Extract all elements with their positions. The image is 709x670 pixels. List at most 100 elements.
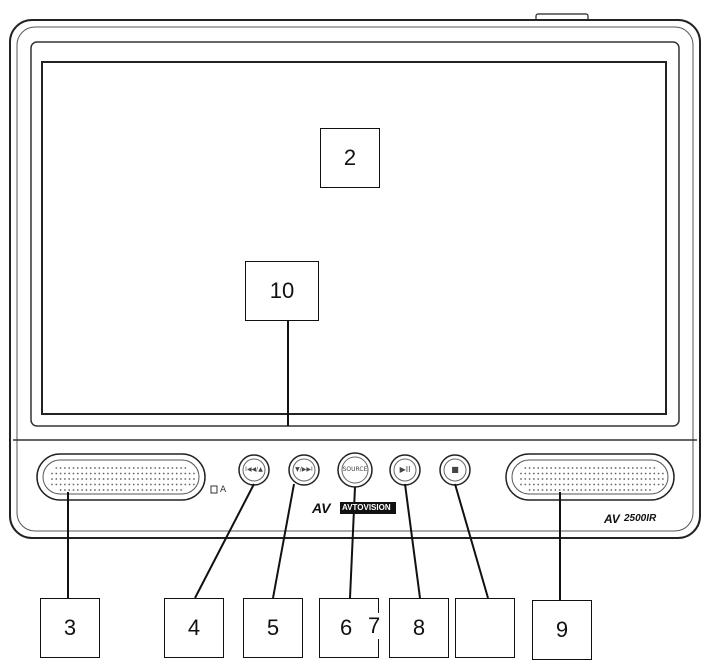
grille-hole: [571, 472, 574, 475]
grille-hole: [619, 483, 621, 486]
grille-hole: [85, 483, 88, 486]
grille-hole: [72, 483, 75, 486]
grille-hole: [55, 478, 58, 480]
grille-hole: [107, 472, 109, 475]
grille-hole: [644, 483, 647, 486]
grille-hole: [184, 467, 187, 469]
down-next-label: ▼/▶▶I: [295, 466, 313, 473]
grille-hole: [545, 478, 548, 480]
grille-hole: [171, 489, 174, 491]
grille-hole: [68, 478, 71, 480]
callout-6-text: 6: [340, 615, 353, 640]
grille-hole: [150, 478, 152, 480]
grille-hole: [563, 472, 565, 475]
grille-hole: [533, 472, 535, 475]
grille-hole: [137, 483, 139, 486]
grille-hole: [619, 472, 621, 475]
grille-hole: [662, 483, 664, 486]
grille-hole: [593, 483, 595, 486]
right-speaker-grille: [520, 467, 664, 491]
grille-hole: [541, 467, 544, 469]
grille-hole: [567, 478, 570, 480]
grille-hole: [107, 467, 109, 469]
grille-hole: [184, 472, 187, 475]
grille-hole: [623, 489, 626, 491]
grille-hole: [580, 467, 583, 469]
grille-hole: [51, 478, 53, 480]
grille-hole: [171, 478, 174, 480]
grille-hole: [588, 467, 591, 469]
grille-hole: [55, 483, 58, 486]
grille-hole: [171, 467, 174, 469]
grille-hole: [563, 467, 565, 469]
grille-hole: [601, 478, 604, 480]
grille-hole: [154, 467, 157, 469]
grille-hole: [158, 478, 161, 480]
grille-hole: [184, 478, 187, 480]
grille-hole: [137, 489, 139, 491]
grille-hole: [601, 472, 604, 475]
grille-hole: [188, 472, 191, 475]
grille-hole: [649, 489, 651, 491]
grille-hole: [94, 467, 96, 469]
grille-hole: [631, 467, 634, 469]
grille-hole: [111, 467, 114, 469]
grille-hole: [576, 472, 578, 475]
grille-hole: [128, 483, 131, 486]
grille-hole: [640, 489, 643, 491]
grille-hole: [167, 483, 170, 486]
grille-hole: [188, 483, 191, 486]
grille-hole: [115, 467, 118, 469]
grille-hole: [644, 472, 647, 475]
grille-hole: [623, 483, 626, 486]
callout-blank: [455, 598, 515, 658]
grille-hole: [72, 472, 75, 475]
grille-hole: [154, 472, 157, 475]
grille-hole: [571, 483, 574, 486]
grille-hole: [89, 483, 92, 486]
grille-hole: [558, 478, 561, 480]
grille-hole: [102, 472, 105, 475]
play-pause-label: ▶II: [399, 465, 411, 474]
grille-hole: [528, 483, 531, 486]
grille-hole: [541, 483, 544, 486]
grille-hole: [636, 478, 638, 480]
screen: [41, 61, 667, 415]
grille-hole: [162, 472, 165, 475]
grille-hole: [593, 472, 595, 475]
grille-hole: [132, 467, 135, 469]
grille-hole: [145, 489, 148, 491]
grille-hole: [150, 472, 152, 475]
grille-hole: [51, 483, 53, 486]
grille-hole: [76, 478, 79, 480]
source-label: SOURCE: [342, 466, 368, 473]
grille-hole: [554, 467, 557, 469]
grille-hole: [528, 467, 531, 469]
grille-hole: [550, 478, 552, 480]
grille-hole: [85, 467, 88, 469]
grille-hole: [563, 478, 565, 480]
grille-hole: [89, 478, 92, 480]
grille-hole: [98, 472, 101, 475]
input-icon: [210, 485, 218, 494]
grille-hole: [627, 472, 630, 475]
grille-hole: [524, 472, 527, 475]
grille-hole: [576, 489, 578, 491]
grille-hole: [124, 467, 126, 469]
grille-hole: [631, 489, 634, 491]
grille-hole: [72, 478, 75, 480]
grille-hole: [132, 478, 135, 480]
grille-hole: [614, 483, 617, 486]
grille-hole: [520, 478, 522, 480]
grille-hole: [657, 478, 660, 480]
grille-hole: [597, 483, 600, 486]
grille-hole: [145, 472, 148, 475]
grille-hole: [619, 467, 621, 469]
grille-hole: [541, 489, 544, 491]
grille-hole: [593, 467, 595, 469]
grille-hole: [175, 467, 178, 469]
grille-hole: [68, 467, 71, 469]
grille-hole: [580, 478, 583, 480]
grille-hole: [115, 489, 118, 491]
grille-hole: [59, 467, 62, 469]
